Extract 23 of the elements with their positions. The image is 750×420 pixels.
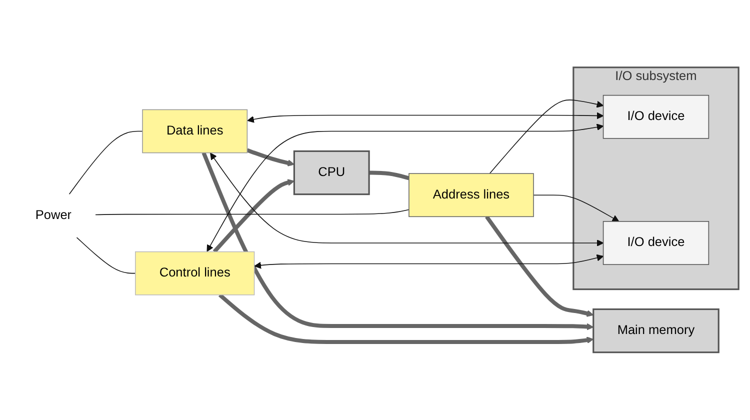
connector [68, 130, 143, 195]
connector [369, 170, 410, 180]
connector [76, 237, 136, 274]
arrow [489, 100, 604, 174]
node-box: Control lines [135, 252, 255, 296]
arrow [485, 216, 594, 318]
node-box: I/O device [602, 221, 710, 266]
node-box: Address lines [408, 173, 534, 218]
arrow [218, 294, 594, 344]
connector [95, 209, 410, 216]
arrow [206, 124, 604, 252]
arrow [246, 148, 295, 167]
arrow [533, 194, 620, 222]
arrow [254, 254, 604, 269]
arrow [247, 112, 604, 123]
node-box: Data lines [142, 109, 248, 154]
arrow [210, 152, 604, 247]
arrow [212, 179, 295, 254]
node-box: I/O device [602, 95, 710, 139]
arrow [202, 152, 594, 330]
node-text: Power [35, 208, 72, 222]
node-box: CPU [293, 150, 370, 196]
node-box: Main memory [592, 308, 720, 354]
